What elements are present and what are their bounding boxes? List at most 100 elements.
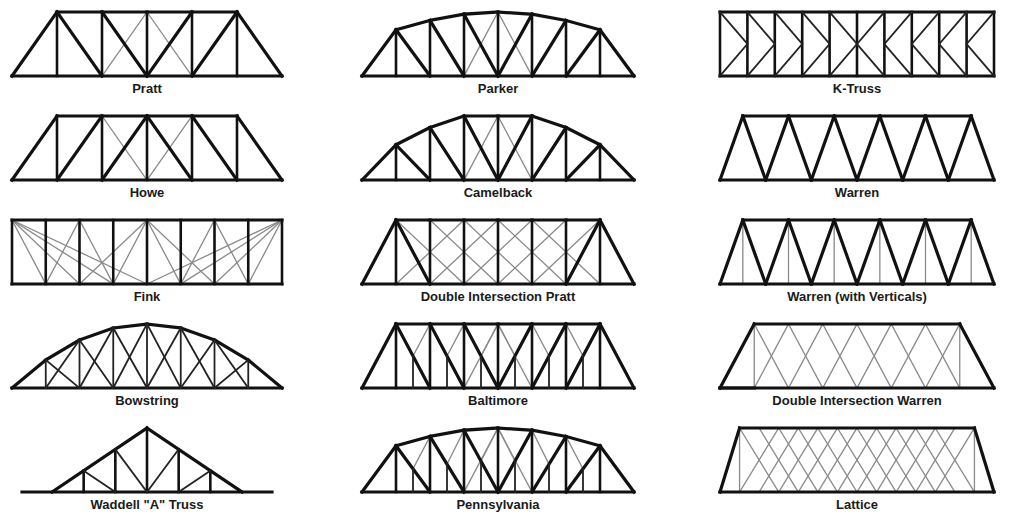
truss-member <box>599 145 602 180</box>
truss-member <box>430 324 464 388</box>
truss-member <box>430 430 464 436</box>
truss-member <box>720 220 743 284</box>
truss-member <box>480 356 482 388</box>
truss-member <box>80 328 114 388</box>
truss-member <box>532 436 566 492</box>
truss-member <box>429 220 432 284</box>
truss-member <box>191 116 194 180</box>
truss-drawing <box>12 220 282 284</box>
truss-member <box>599 220 602 284</box>
truss-member <box>566 30 600 76</box>
truss-member <box>215 220 249 284</box>
truss-drawing <box>720 428 994 492</box>
truss-member <box>209 471 212 492</box>
truss-member <box>413 324 430 356</box>
truss-member <box>102 12 147 76</box>
truss-member <box>939 44 966 76</box>
truss-member <box>181 328 215 388</box>
truss-member <box>464 12 498 14</box>
truss-member <box>463 220 466 284</box>
truss-member <box>362 324 396 388</box>
truss-member <box>566 436 600 445</box>
truss-member <box>498 14 532 76</box>
truss-member <box>44 220 47 284</box>
truss-member <box>215 340 249 388</box>
truss-member <box>743 220 766 284</box>
truss-name: Bowstring <box>113 393 181 408</box>
truss-member <box>532 128 566 180</box>
truss-member <box>430 436 464 492</box>
truss-member <box>362 30 396 76</box>
truss-member <box>247 220 250 284</box>
truss-member <box>57 12 102 76</box>
truss-member <box>766 116 789 180</box>
truss-member <box>146 220 149 284</box>
truss-member <box>798 428 837 492</box>
truss-member <box>446 356 448 388</box>
truss-member <box>464 430 498 492</box>
truss-member <box>802 12 829 44</box>
truss-member <box>236 12 239 76</box>
truss-member <box>396 220 464 284</box>
truss-member <box>720 12 747 44</box>
truss-member <box>430 128 464 180</box>
truss-member <box>720 324 754 388</box>
truss-name: Lattice <box>834 497 880 512</box>
truss-member <box>903 116 926 180</box>
truss-member <box>948 220 971 284</box>
truss-drawing <box>12 116 282 180</box>
truss-member <box>57 116 102 180</box>
truss-member <box>498 220 566 284</box>
truss-member <box>396 220 464 284</box>
truss-member <box>498 116 532 180</box>
truss-name: Double Intersection Pratt <box>419 289 578 304</box>
truss-member <box>147 449 179 492</box>
truss-member <box>362 145 396 180</box>
truss-member <box>147 116 192 180</box>
truss-member <box>463 324 466 388</box>
truss-member <box>147 328 181 388</box>
truss-member <box>974 428 975 492</box>
truss-member <box>514 461 516 492</box>
truss-member <box>146 116 149 180</box>
truss-member <box>837 428 876 492</box>
truss-member <box>742 220 743 284</box>
truss-member <box>566 145 600 180</box>
truss-member <box>481 428 498 461</box>
truss-member <box>857 12 884 44</box>
truss-member <box>891 324 925 388</box>
truss-member <box>464 428 498 492</box>
truss-member <box>548 356 550 388</box>
truss-member <box>925 220 926 284</box>
truss-member <box>177 449 180 492</box>
truss-member <box>532 218 566 221</box>
truss-member <box>480 461 482 492</box>
truss-member <box>46 220 80 284</box>
truss-member <box>834 116 857 180</box>
truss-member <box>759 428 798 492</box>
truss-member <box>935 428 974 492</box>
truss-member <box>464 220 532 284</box>
truss-member <box>891 324 925 388</box>
truss-member <box>429 20 432 76</box>
truss-member <box>926 324 960 388</box>
truss-member <box>788 220 789 284</box>
truss-member <box>46 340 80 388</box>
truss-member <box>498 12 532 76</box>
truss-member <box>565 324 568 388</box>
truss-member <box>565 128 568 180</box>
truss-member <box>215 360 249 388</box>
truss-member <box>102 10 147 13</box>
truss-member <box>912 44 939 76</box>
truss-member <box>213 220 216 284</box>
truss-member <box>214 340 216 388</box>
truss-member <box>481 324 498 356</box>
truss-member <box>112 220 115 284</box>
truss-drawing <box>22 428 272 492</box>
truss-member <box>147 220 282 284</box>
truss-member <box>532 116 566 128</box>
truss-member <box>759 428 798 492</box>
truss-member <box>80 220 114 284</box>
truss-member <box>395 220 398 284</box>
